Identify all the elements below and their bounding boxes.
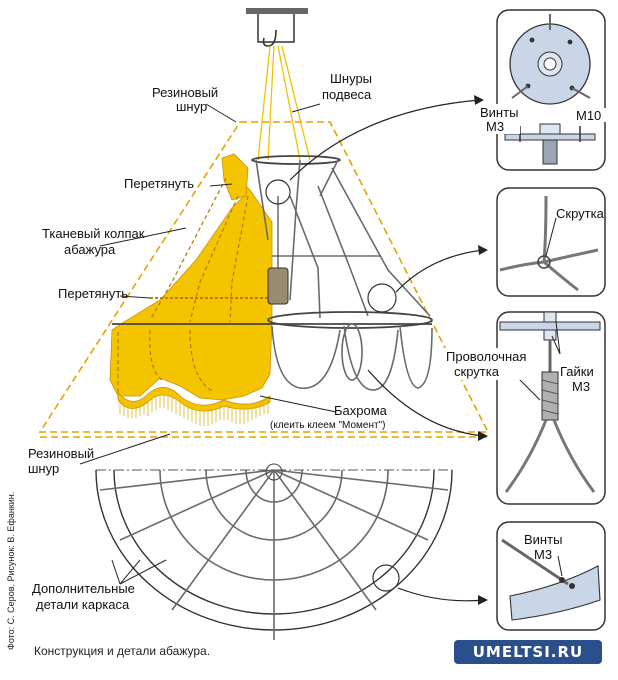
inset-hub-plate bbox=[496, 9, 606, 171]
label-rubber-cord-bottom-1: Резиновый bbox=[28, 446, 94, 461]
label-hanging-cords-1: Шнуры bbox=[330, 71, 372, 86]
inset-ring-screws bbox=[496, 521, 606, 631]
label-fringe-note: (клеить клеем "Момент") bbox=[270, 420, 385, 431]
rubber-cord-outline bbox=[38, 121, 490, 433]
inset-label-m3: М3 bbox=[486, 119, 504, 134]
label-extra-frame-1: Дополнительные bbox=[32, 581, 135, 596]
inset-label-nuts-m3: М3 bbox=[572, 379, 590, 394]
label-fabric-cap-1: Тканевый колпак bbox=[42, 226, 145, 241]
inset-label-screws-m3-1: Винты bbox=[524, 532, 562, 547]
figure-caption: Конструкция и детали абажура. bbox=[34, 644, 210, 658]
ceiling-hook bbox=[246, 8, 308, 47]
leader-lines bbox=[79, 103, 337, 585]
label-extra-frame-2: детали каркаса bbox=[36, 597, 130, 612]
inset-label-wire-twist-2: скрутка bbox=[454, 364, 500, 379]
callout-arrows bbox=[289, 95, 488, 605]
inset-label-m10: М10 bbox=[576, 108, 601, 123]
frame-top-view bbox=[95, 463, 453, 640]
watermark-text: UMELTSI.RU bbox=[473, 643, 583, 661]
label-rubber-cord-top-1: Резиновый bbox=[152, 85, 218, 100]
label-hanging-cords-2: подвеса bbox=[322, 87, 372, 102]
label-fabric-cap-2: абажура bbox=[64, 242, 116, 257]
inset-label-screws-m3-2: М3 bbox=[534, 547, 552, 562]
wire-frame bbox=[112, 155, 433, 391]
photo-credit: Фото: С. Серов. Рисунок: В. Ефанкин. bbox=[6, 492, 16, 650]
inset-label-nuts: Гайки bbox=[560, 364, 594, 379]
inset-wire-twist bbox=[496, 311, 606, 505]
label-tighten-mid: Перетянуть bbox=[58, 286, 128, 301]
inset-label-screws: Винты bbox=[480, 105, 518, 120]
inset-label-wire-twist-1: Проволочная bbox=[446, 349, 526, 364]
label-tighten-top: Перетянуть bbox=[124, 176, 194, 191]
inset-label-twist: Скрутка bbox=[556, 206, 605, 221]
fabric-cap bbox=[109, 153, 273, 412]
label-rubber-cord-top-2: шнур bbox=[176, 99, 207, 114]
hanging-cords bbox=[257, 45, 311, 161]
label-rubber-cord-bottom-2: шнур bbox=[28, 461, 59, 476]
watermark: UMELTSI.RU bbox=[454, 640, 602, 664]
fringe bbox=[119, 394, 269, 426]
inset-twist bbox=[496, 187, 606, 297]
label-fringe: Бахрома bbox=[334, 403, 388, 418]
